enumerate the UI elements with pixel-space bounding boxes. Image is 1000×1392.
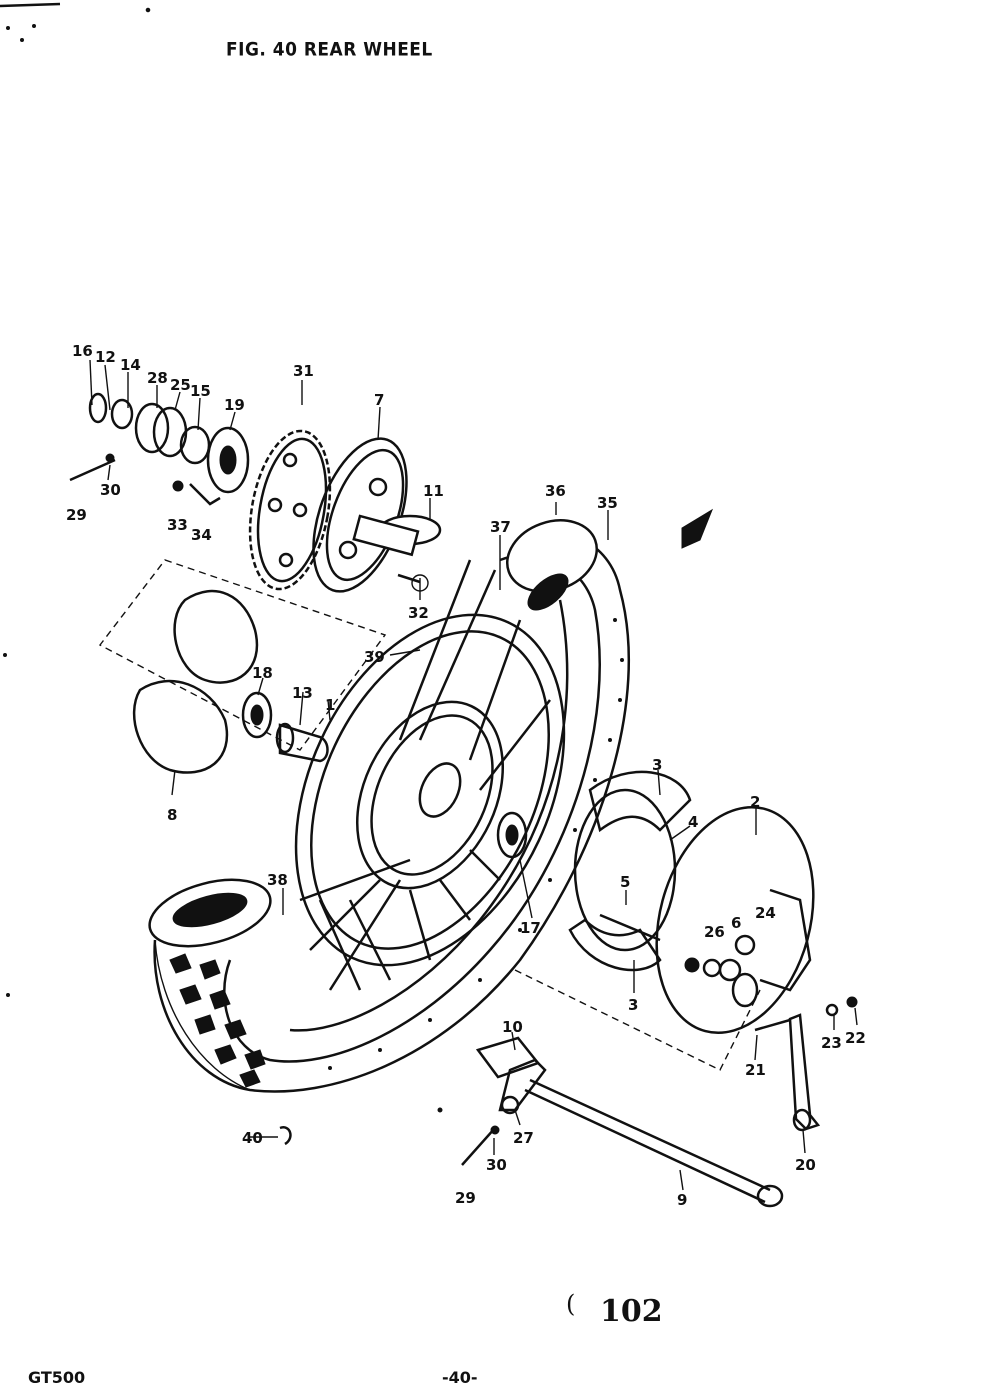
- bolts-lower: [279, 1107, 500, 1166]
- figure-title: FIG. 40 REAR WHEEL: [226, 39, 433, 61]
- callout-label: 13: [292, 684, 313, 702]
- callout-label: 34: [191, 526, 212, 544]
- callout-label: 29: [455, 1189, 476, 1207]
- callout-label: 7: [374, 391, 384, 409]
- axle-9: [524, 1078, 784, 1208]
- callout-label: 30: [100, 481, 121, 499]
- tire-rim-dots: [328, 618, 624, 1070]
- brake-panel: [514, 805, 815, 1071]
- callout-label: 26: [704, 923, 725, 941]
- callout-label: 30: [486, 1156, 507, 1174]
- callout-label: 16: [72, 342, 93, 360]
- callout-label: 33: [167, 516, 188, 534]
- callout-label: 39: [364, 648, 385, 666]
- tire: [148, 519, 631, 1093]
- callout-label: 2: [750, 793, 760, 811]
- cush-drive: [98, 559, 387, 774]
- page-number: 102: [600, 1294, 663, 1329]
- chain-adjuster-10: [475, 1036, 547, 1115]
- page-mark: (: [566, 1290, 576, 1318]
- callout-label: 5: [620, 873, 630, 891]
- model-label: GT500: [28, 1368, 86, 1387]
- brake-arm: [754, 996, 858, 1132]
- callout-label: 35: [597, 494, 618, 512]
- leader-lines: [89, 359, 858, 1191]
- callout-label: 15: [190, 382, 211, 400]
- callout-label: 8: [167, 806, 177, 824]
- callout-label: 27: [513, 1129, 534, 1147]
- direction-marker: [681, 508, 714, 549]
- callout-label: 14: [120, 356, 141, 374]
- callout-label: 38: [267, 871, 288, 889]
- callout-label: 20: [795, 1156, 816, 1174]
- callout-label: 17: [520, 919, 541, 937]
- page-footer: -40-: [442, 1368, 478, 1387]
- callout-labels: 16 12 14 28 25 15 19 31 7 11 36 35 37 29…: [66, 342, 866, 1209]
- callout-label: 12: [95, 348, 116, 366]
- callout-label: 37: [490, 518, 511, 536]
- sprocket-carrier-7: [312, 437, 442, 593]
- scan-marks: [0, 2, 151, 997]
- wheel-hub: [355, 700, 505, 890]
- callout-label: 23: [821, 1034, 842, 1052]
- callout-label: 32: [408, 604, 429, 622]
- callout-label: 3: [652, 756, 662, 774]
- callout-label: 21: [745, 1061, 766, 1079]
- brake-shoes: [568, 770, 692, 972]
- callout-label: 36: [545, 482, 566, 500]
- sprocket-31: [248, 429, 332, 591]
- bearing-17: [496, 811, 528, 859]
- callout-label: 3: [628, 996, 638, 1014]
- callout-label: 24: [755, 904, 776, 922]
- callout-label: 11: [423, 482, 444, 500]
- callout-label: 25: [170, 376, 191, 394]
- callout-label: 1: [325, 696, 335, 714]
- callout-label: 18: [252, 664, 273, 682]
- callout-label: 29: [66, 506, 87, 524]
- callout-label: 4: [688, 813, 698, 831]
- callout-label: 31: [293, 362, 314, 380]
- callout-label: 6: [731, 914, 741, 932]
- callout-label: 9: [677, 1191, 687, 1209]
- callout-label: 40: [242, 1129, 263, 1147]
- callout-label: 19: [224, 396, 245, 414]
- callout-label: 10: [502, 1018, 523, 1036]
- tire-tread: [169, 953, 266, 1088]
- callout-label: 28: [147, 369, 168, 387]
- callout-label: 22: [845, 1029, 866, 1047]
